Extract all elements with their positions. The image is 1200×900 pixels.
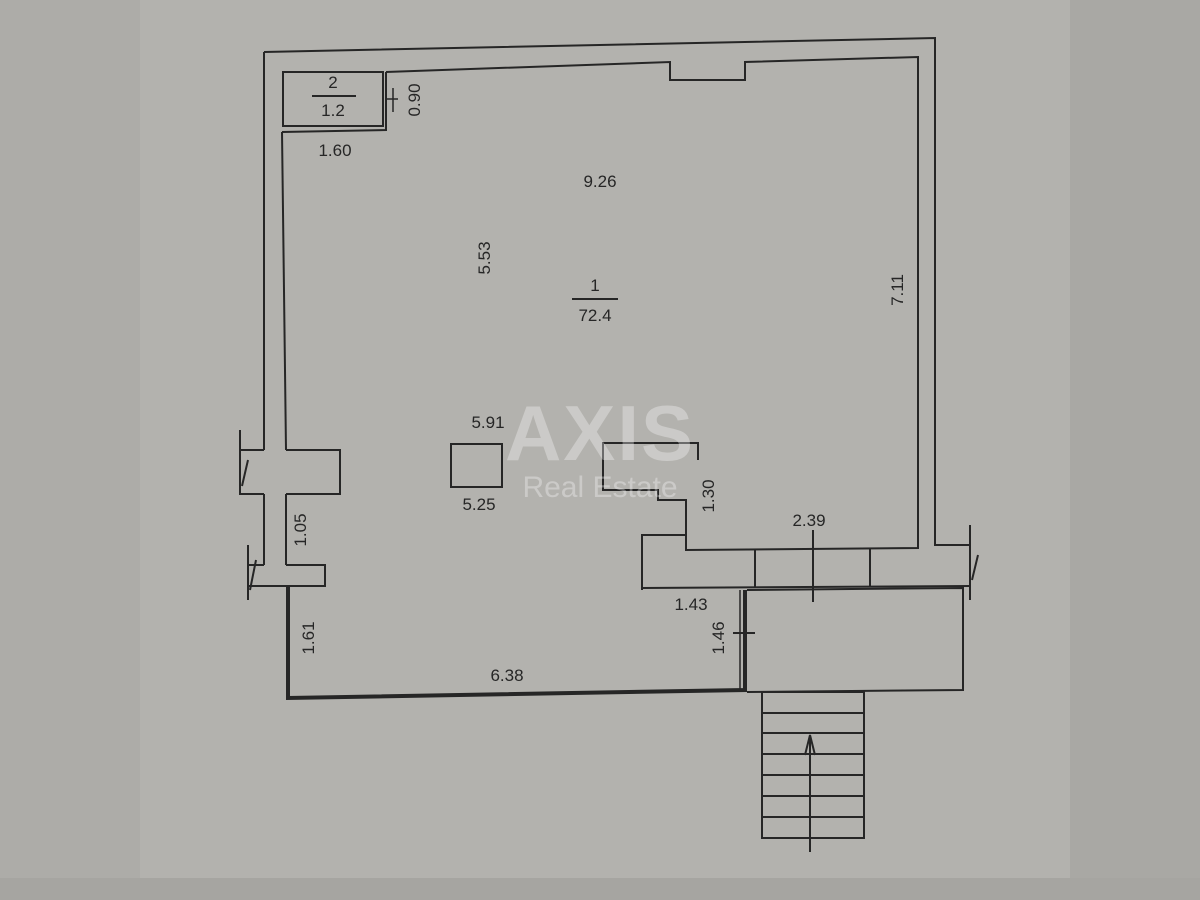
background-right [1070,0,1200,900]
dim-entrance-width: 2.39 [792,511,825,530]
entrance-threshold [641,585,971,589]
inner-wall-left [281,72,387,133]
dim-lower-right-height: 1.46 [709,621,728,654]
dim-main-left-height: 5.53 [475,241,494,274]
paper-sheet [140,0,1070,878]
watermark-tagline: Real Estate [522,471,677,504]
stair-arrow [804,734,816,852]
dim-lower-left-height: 1.61 [299,621,318,654]
column [450,443,503,488]
background-left [0,0,140,900]
right-break-mark [969,525,979,600]
stairs [761,691,865,852]
dim-small-room-bottom: 1.60 [318,141,351,160]
svg-text:72.4: 72.4 [578,306,611,325]
background-bottom [0,878,1200,900]
dim-small-room-height: 0.90 [405,83,424,116]
vestibule [746,586,964,693]
dim-main-top-width: 9.26 [583,172,616,191]
dim-column-bottom: 5.25 [462,495,495,514]
svg-text:1.2: 1.2 [321,101,345,120]
room-1-label: 1 72.4 [572,276,618,325]
dim-lower-right-offset: 1.43 [674,595,707,614]
dim-lower-bottom-width: 6.38 [490,666,523,685]
svg-text:2: 2 [328,73,337,92]
left-window-break-mark [239,430,249,487]
lower-room-wall [286,586,747,701]
watermark-brand: AXIS [505,389,695,477]
svg-text:1: 1 [590,276,599,295]
dim-notch-height: 1.30 [699,479,718,512]
left-window-break-mark-lower [247,545,257,600]
dim-column-top: 5.91 [471,413,504,432]
room-2-outline [282,71,384,127]
room-2-label: 2 1.2 [312,73,356,120]
inner-wall-left-vertical [281,131,287,451]
outer-wall [263,36,970,546]
dim-main-right-height: 7.11 [888,274,907,306]
dim-left-wall-segment: 1.05 [291,513,310,546]
